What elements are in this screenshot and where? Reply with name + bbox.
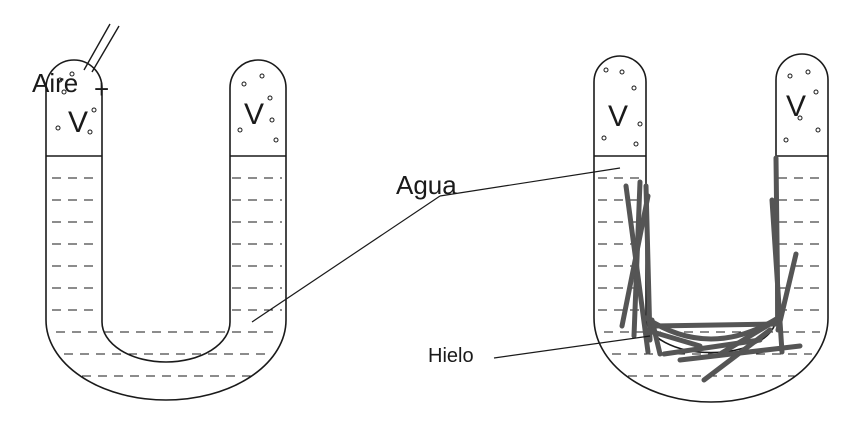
air-label: Aire [32, 68, 78, 98]
vapor-label-right-1: V [608, 100, 628, 133]
vapor-label-left-2: V [244, 98, 264, 131]
vapor-label-left-1: V [68, 106, 88, 139]
water-label: Agua [396, 170, 457, 200]
ice-leader-line [493, 335, 651, 359]
left-u-tube [45, 59, 287, 401]
right-u-tube [593, 53, 829, 403]
air-inlet-tube [83, 23, 120, 73]
left-vapor-dots [55, 71, 279, 143]
right-vapor-dots [601, 67, 821, 147]
ice-label: Hielo [428, 345, 474, 367]
vapor-label-right-2: V [786, 90, 806, 123]
ice-sticks [619, 155, 803, 383]
water-leader-lines [251, 167, 621, 323]
left-water-dashes [52, 177, 282, 377]
air-plus-sign: + [94, 74, 109, 104]
